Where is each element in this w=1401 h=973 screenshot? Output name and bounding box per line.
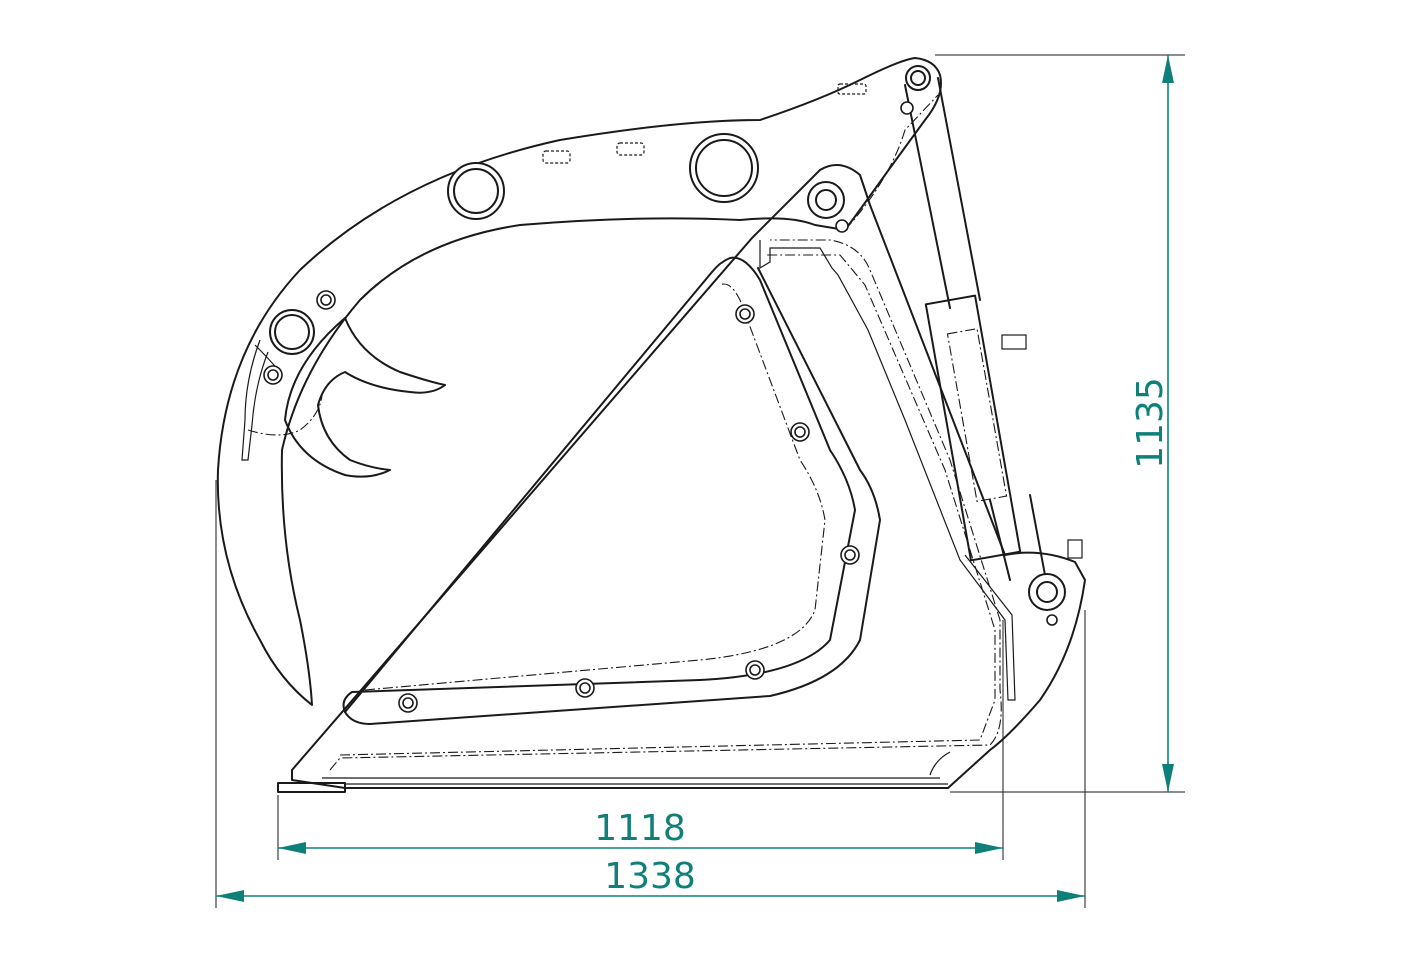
slot [837,83,867,95]
arrowhead [1162,55,1174,83]
grapple-upper-arm [216,57,942,706]
arrowhead [1162,764,1174,792]
bucket-body [277,164,1086,793]
cylinder-rod [904,77,981,309]
dimension-label-height: 1135 [1130,377,1171,469]
cylinder-body [924,294,1022,562]
bolt [1046,614,1058,626]
dimension-label-overall-width: 1338 [604,856,696,897]
side-window [342,256,856,713]
bolt [835,219,849,233]
grapple-tooth [284,317,446,478]
bucket-side-plate [291,164,1086,789]
dimension-label-inner-width: 1118 [594,808,686,849]
slot [542,150,571,164]
arrowhead [216,890,244,902]
bolt [900,101,914,115]
slot [616,142,645,156]
bolts [263,101,1058,713]
grapple-arm [216,57,942,706]
arrowhead [278,842,306,854]
arrowhead [1057,890,1085,902]
dimensions [215,54,1185,908]
pins [269,65,1066,611]
arrowhead [975,842,1003,854]
cutting-edge [277,782,346,793]
hydraulic-cylinder [904,77,1083,581]
